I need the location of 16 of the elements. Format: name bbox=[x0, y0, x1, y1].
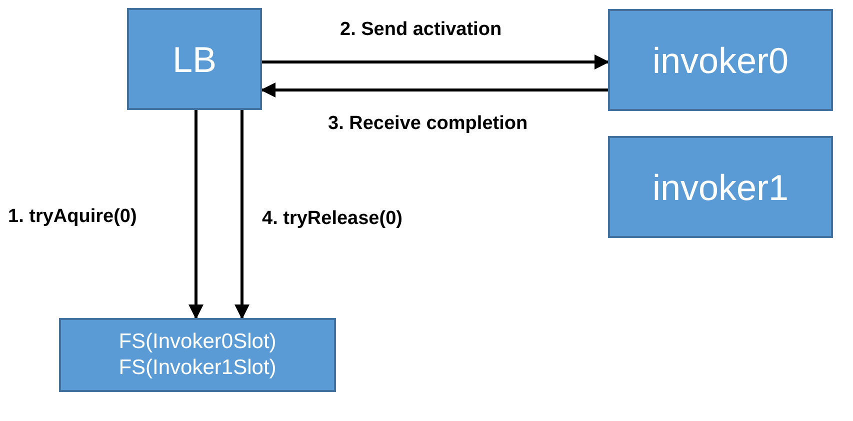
arrow bbox=[234, 110, 250, 320]
process-box bbox=[127, 8, 262, 110]
edge-label: 4. tryRelease(0) bbox=[262, 208, 402, 229]
process-box bbox=[608, 136, 833, 238]
box-label: LB bbox=[172, 38, 217, 82]
box-label: invoker1 bbox=[652, 166, 789, 210]
arrow bbox=[188, 110, 204, 320]
edge-label: 3. Receive completion bbox=[328, 113, 528, 134]
box-label: invoker0 bbox=[652, 38, 789, 82]
arrow bbox=[262, 54, 610, 70]
box-label: FS(Invoker1Slot) bbox=[118, 355, 276, 381]
arrow bbox=[260, 82, 608, 98]
process-box bbox=[608, 9, 833, 111]
process-box bbox=[59, 318, 336, 392]
edge-label: 1. tryAquire(0) bbox=[8, 206, 137, 227]
box-label: FS(Invoker0Slot) bbox=[118, 328, 276, 355]
